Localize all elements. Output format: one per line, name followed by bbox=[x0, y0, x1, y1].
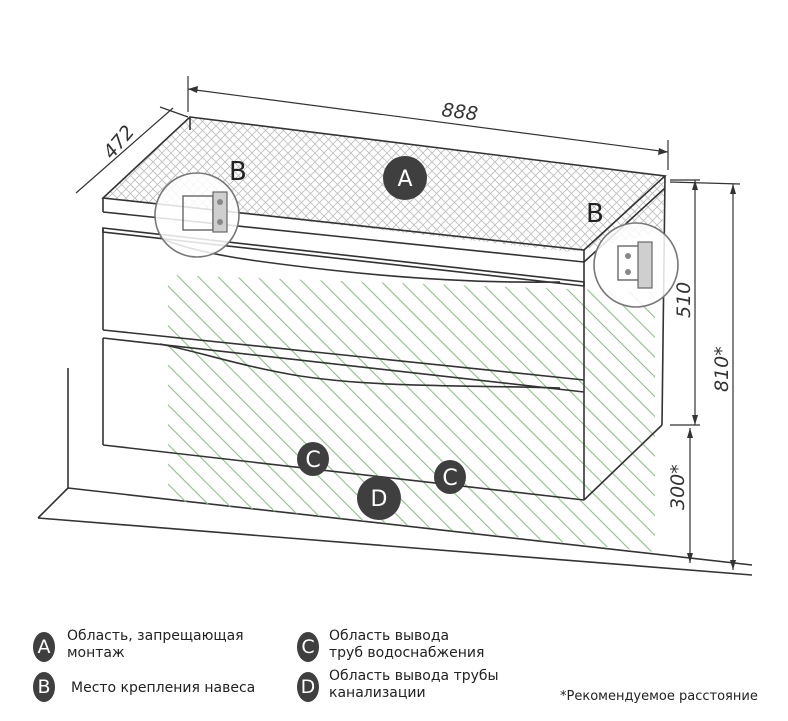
width-dimension-label: 888 bbox=[440, 99, 479, 125]
legend-badge-c: C bbox=[297, 632, 319, 662]
hatched-pipe-area bbox=[168, 275, 655, 552]
zone-badge-d: D bbox=[357, 476, 401, 520]
hinge-letter-left: B bbox=[229, 157, 247, 187]
zone-badge-a: A bbox=[383, 156, 427, 200]
bottom-drawer bbox=[102, 337, 585, 501]
legend-badge-d: D bbox=[297, 672, 319, 702]
svg-text:A: A bbox=[397, 167, 412, 192]
body-height-label: 510 bbox=[673, 282, 695, 318]
legend-text-d: Область вывода трубы канализации bbox=[329, 668, 499, 701]
svg-text:C: C bbox=[305, 448, 320, 473]
total-height-label: 810* bbox=[711, 346, 733, 392]
svg-text:D: D bbox=[371, 487, 388, 512]
hinge-letter-right: B bbox=[586, 199, 604, 229]
legend-badge-b: B bbox=[33, 672, 55, 702]
dimension-lines bbox=[75, 76, 741, 570]
zone-badge-c-left: C bbox=[297, 442, 329, 476]
depth-dimension-label: 472 bbox=[99, 121, 139, 163]
legend-text-a: Область, запрещающая монтаж bbox=[67, 628, 244, 661]
hinge-circle-right bbox=[593, 222, 679, 308]
svg-text:C: C bbox=[442, 466, 457, 491]
install-height-label: 300* bbox=[667, 464, 689, 510]
recommended-distance-note: *Рекомендуемое расстояние bbox=[560, 689, 758, 704]
legend-text-b: Место крепления навеса bbox=[71, 680, 256, 696]
dimension-arrows bbox=[188, 86, 736, 570]
legend-badge-a: A bbox=[33, 632, 55, 662]
zone-badge-c-right: C bbox=[434, 460, 466, 494]
legend-text-c: Область вывода труб водоснабжения bbox=[329, 628, 485, 661]
hinge-circle-left bbox=[154, 172, 240, 258]
